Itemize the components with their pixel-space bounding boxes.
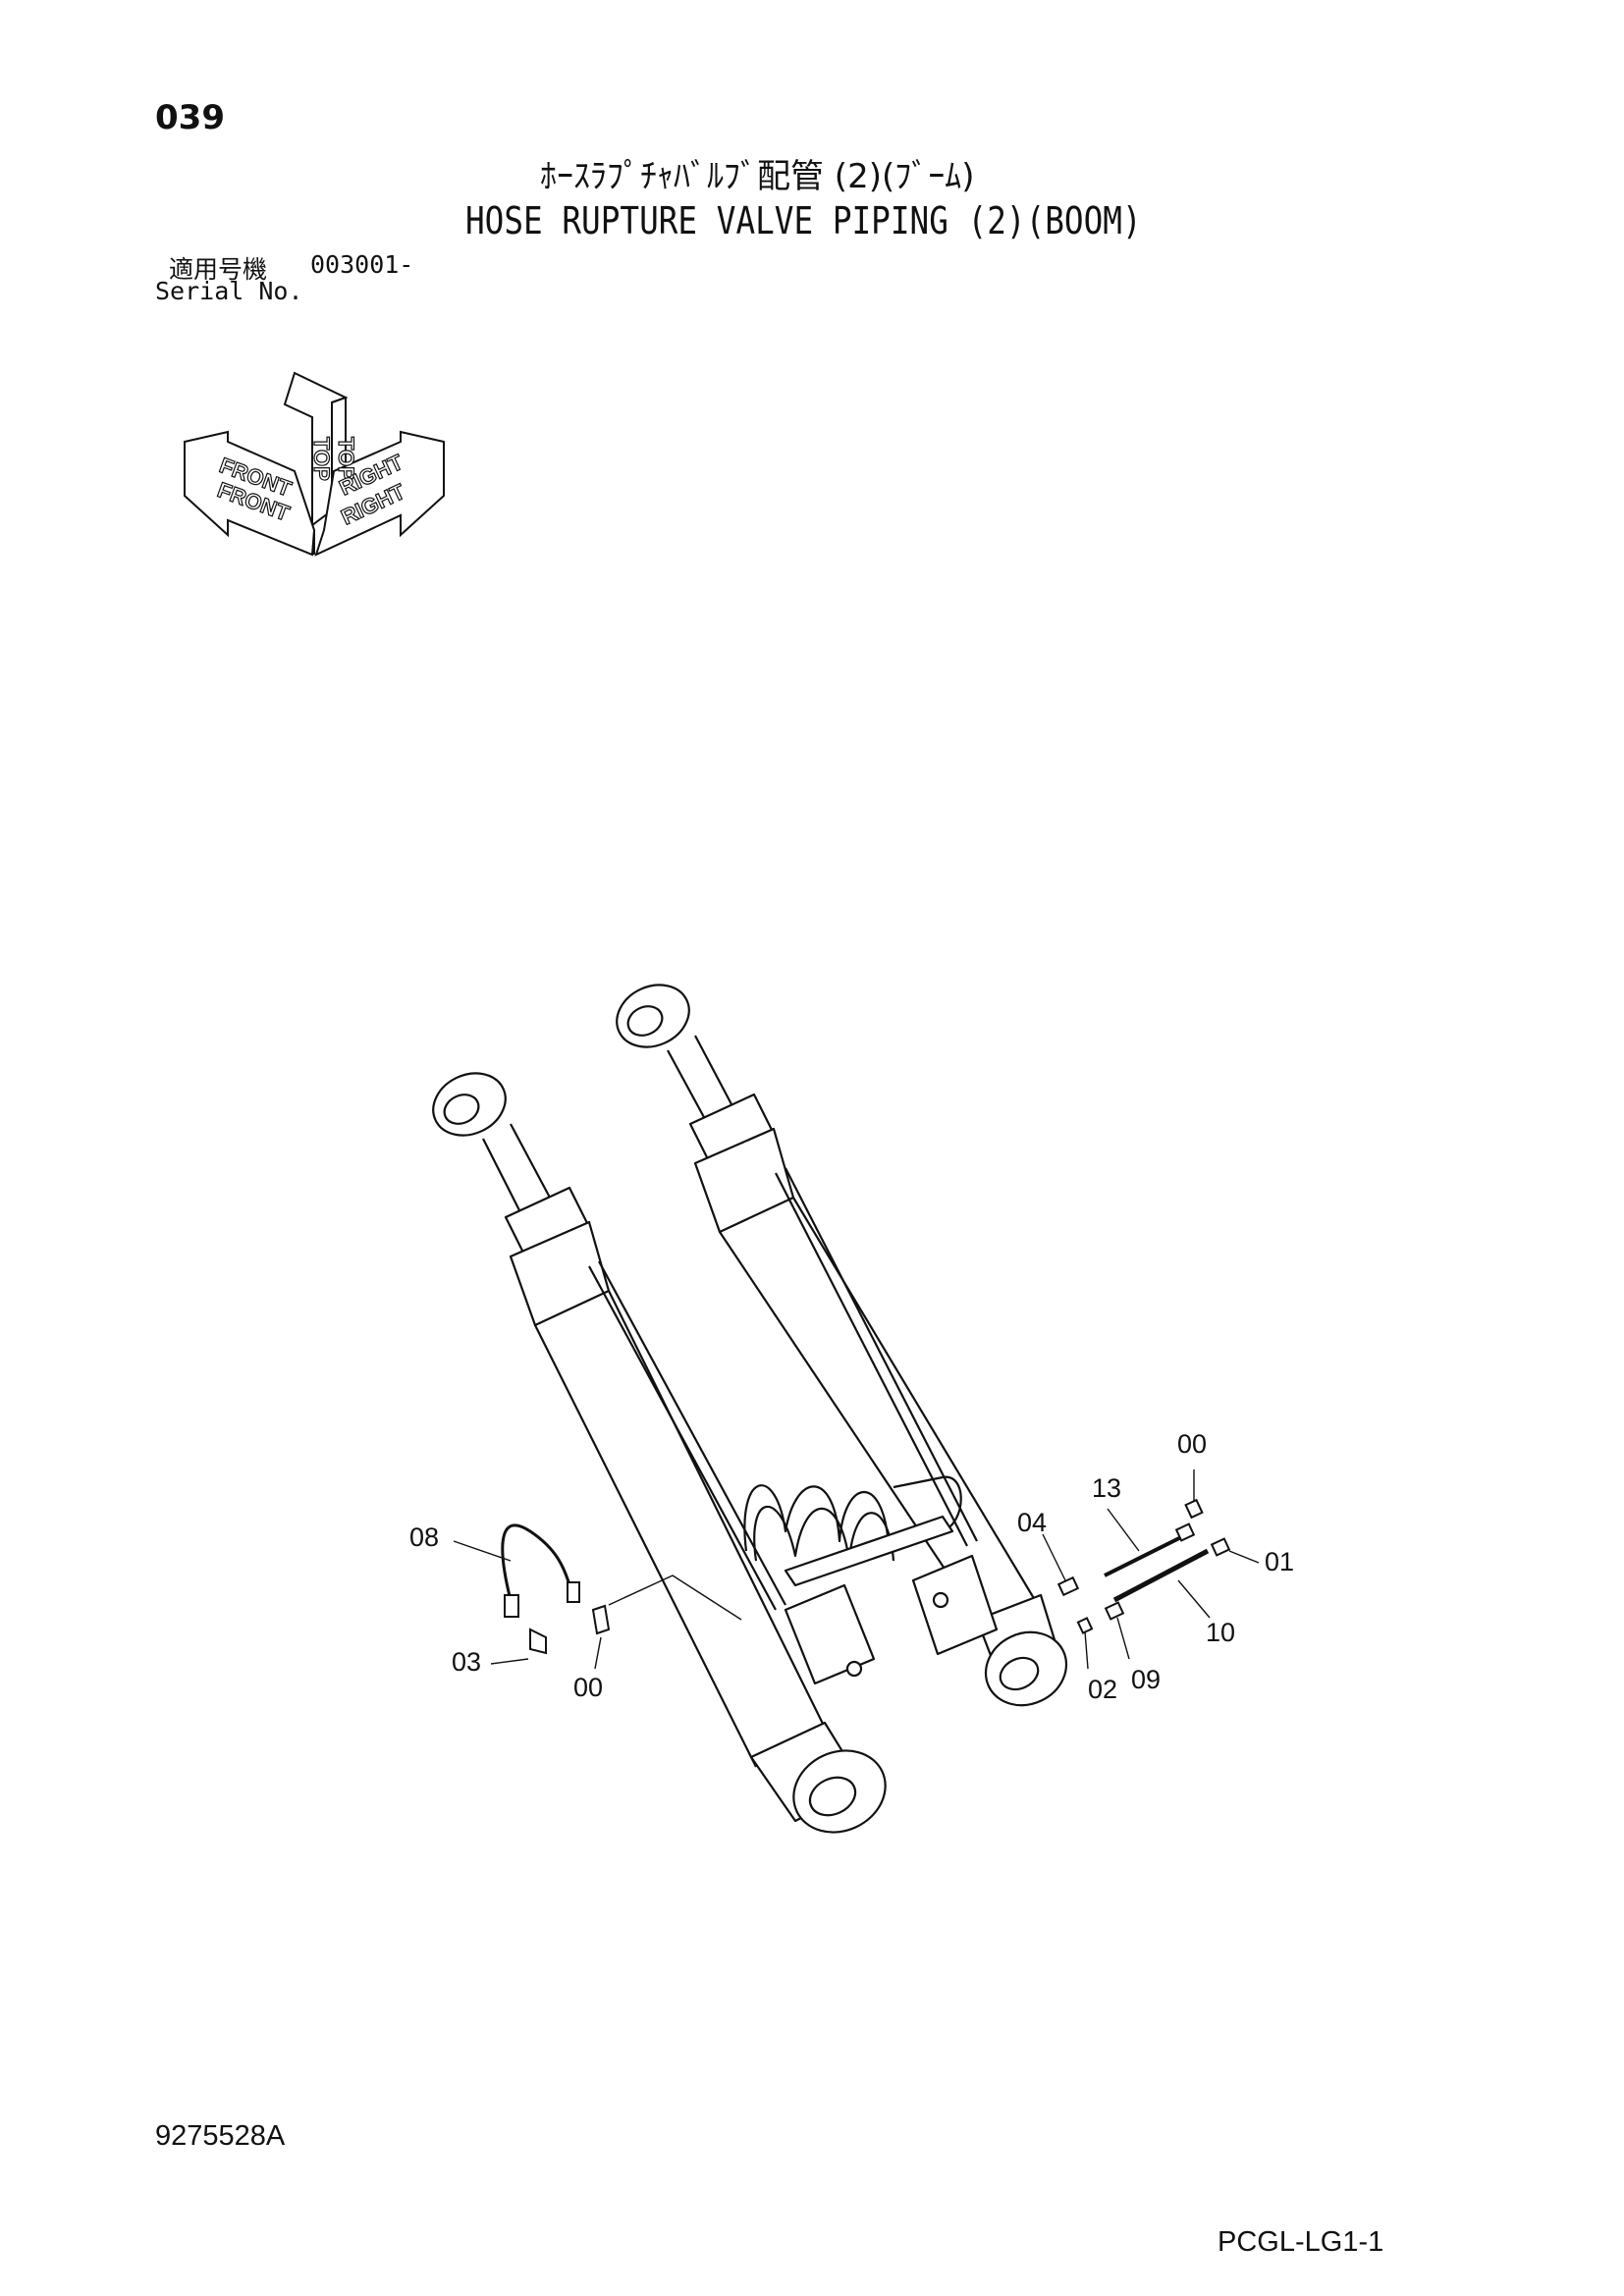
pipe-10	[1112, 1548, 1210, 1603]
elbow-03	[529, 1628, 547, 1655]
hose-13-end	[1174, 1522, 1196, 1542]
hose-08-end-b	[567, 1581, 580, 1603]
callout-00-top: 00	[1177, 1429, 1207, 1459]
right-barrel-body	[719, 1197, 1042, 1626]
left-rod	[482, 1123, 551, 1213]
valve-port-1	[845, 1660, 863, 1678]
fitting-09	[1104, 1601, 1125, 1621]
callout-10: 10	[1206, 1618, 1235, 1647]
orient-top-label-2: TOP	[334, 437, 358, 481]
fitting-00-left	[591, 1604, 611, 1635]
fitting-00-right	[1184, 1498, 1204, 1520]
coil-hoses-2	[753, 1505, 895, 1563]
valve-port-2	[932, 1591, 949, 1609]
left-rod-eye-bore	[443, 1094, 480, 1125]
orientation-indicator	[184, 371, 445, 557]
pilot-line	[608, 1575, 742, 1621]
hose-08	[501, 1523, 573, 1601]
callout-02: 02	[1088, 1675, 1117, 1704]
boom-cylinders	[432, 984, 1068, 1834]
leader-lines	[453, 1469, 1260, 1670]
callout-01: 01	[1265, 1547, 1294, 1576]
pipe-right-long	[775, 1167, 978, 1547]
page-number: 039	[155, 98, 225, 137]
orient-top-label: TOP	[309, 437, 334, 481]
right-rod-eye-bore	[626, 1005, 664, 1037]
serial-label-english: Serial No.	[155, 277, 303, 305]
title-japanese: ﾎｰｽﾗﾌﾟﾁｬﾊﾞﾙﾌﾞ配管 (2)(ﾌﾞｰﾑ)	[540, 157, 975, 196]
part-right-assembly	[1056, 1498, 1231, 1634]
document-code: 9275528A	[155, 2120, 286, 2152]
title-english: HOSE RUPTURE VALVE PIPING (2)(BOOM)	[465, 199, 1142, 242]
right-rod	[667, 1035, 732, 1120]
callout-04: 04	[1017, 1508, 1047, 1537]
part-08-hose-assembly	[501, 1523, 611, 1655]
fitting-04	[1056, 1575, 1080, 1597]
left-valve-block	[784, 1583, 876, 1685]
hose-13	[1104, 1534, 1184, 1577]
right-valve-block	[911, 1554, 999, 1656]
right-bottom-eye-bore	[999, 1656, 1040, 1691]
callout-03: 03	[452, 1647, 481, 1677]
coil-hoses	[743, 1475, 962, 1552]
callout-13: 13	[1092, 1473, 1121, 1503]
serial-number: 003001-	[310, 250, 414, 279]
callout-08: 08	[409, 1522, 439, 1552]
hose-08-end-a	[504, 1594, 519, 1618]
right-arrow-shape	[314, 430, 445, 557]
page-code: PCGL-LG1-1	[1218, 2226, 1384, 2258]
left-barrel-body	[534, 1290, 826, 1768]
callout-00-bottom: 00	[573, 1673, 603, 1702]
serial-label-japanese: 適用号機	[169, 255, 268, 284]
fitting-01	[1210, 1537, 1231, 1557]
fitting-02	[1076, 1617, 1094, 1634]
callout-09: 09	[1131, 1665, 1161, 1694]
left-bottom-eye-bore	[808, 1776, 857, 1817]
clamp-bar	[784, 1515, 954, 1587]
